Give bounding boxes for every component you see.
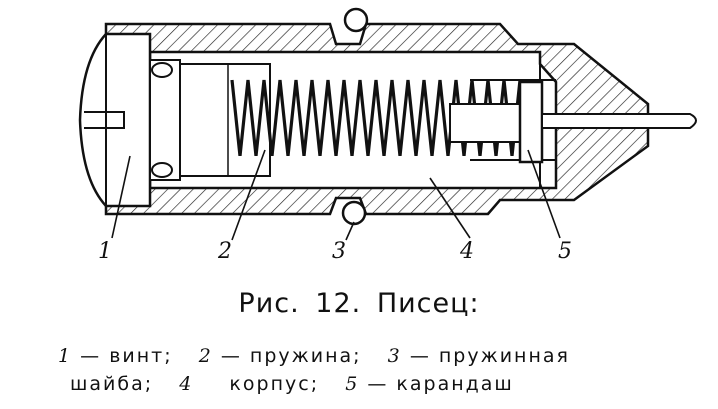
legend-num-1: 1 [58, 345, 73, 367]
callout-3: 3 [332, 239, 346, 264]
legend-name-2: пружина; [249, 345, 362, 367]
spring-washer-bottom [341, 200, 367, 226]
caption-prefix: Рис. [238, 288, 300, 319]
legend-row: 1 — винт; 2 — пружина; 3 — пружинная [58, 342, 698, 370]
pencil-collar [518, 80, 544, 164]
screw-shank [149, 59, 181, 181]
legend-dash-1: — [80, 345, 102, 367]
spring-seat [179, 63, 271, 177]
caption-title: Писец: [376, 288, 480, 319]
pencil-tip [541, 113, 697, 129]
legend-num-4: 4 [179, 373, 194, 395]
pen-assembly-drawing: 1 2 3 4 5 [78, 7, 697, 264]
legend-row: шайба; 4 корпус; 5 — карандаш [58, 370, 698, 398]
callout-1: 1 [98, 239, 112, 264]
legend-name-5: карандаш [396, 373, 514, 395]
pencil-body [449, 103, 521, 143]
parts-legend: 1 — винт; 2 — пружина; 3 — пружинная шай… [58, 342, 698, 398]
spring [230, 79, 520, 156]
callout-2: 2 [217, 239, 232, 264]
legend-dash-5: — [367, 373, 389, 395]
legend-dash-2: — [220, 345, 242, 367]
callout-5: 5 [558, 239, 572, 264]
legend-name-1: винт; [109, 345, 173, 367]
legend-name-4: корпус; [229, 373, 320, 395]
screw-slot [84, 111, 125, 129]
legend-num-5: 5 [345, 373, 360, 395]
spring-washer-top [343, 7, 369, 33]
legend-name-3-cont: шайба; [70, 373, 154, 395]
legend-dash-3: — [409, 345, 431, 367]
legend-num-3: 3 [387, 345, 402, 367]
caption-number: 12. [315, 288, 362, 319]
legend-num-2: 2 [198, 345, 213, 367]
callout-4: 4 [459, 239, 474, 264]
legend-name-3: пружинная [438, 345, 570, 367]
figure-caption: Рис. 12. Писец: [0, 288, 718, 319]
leader-lines [111, 149, 561, 241]
